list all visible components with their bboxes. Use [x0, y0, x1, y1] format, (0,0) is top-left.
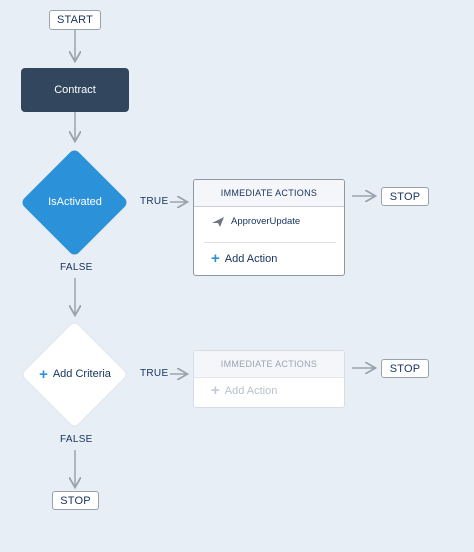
- add-action-button[interactable]: + Add Action: [211, 383, 277, 398]
- add-action-button[interactable]: + Add Action: [211, 251, 277, 266]
- send-icon: [212, 216, 224, 227]
- end-stop-node: STOP: [52, 491, 99, 510]
- criteria-1-false-label: FALSE: [60, 262, 93, 273]
- plus-icon: +: [39, 365, 48, 383]
- stop-node-1: STOP: [381, 187, 429, 206]
- immediate-actions-panel-2: IMMEDIATE ACTIONS + Add Action: [193, 350, 345, 408]
- action-item[interactable]: ApproverUpdate: [212, 216, 300, 227]
- criteria-2-true-label: TRUE: [140, 368, 169, 379]
- stop-node-2: STOP: [381, 359, 429, 378]
- criteria-1-true-label: TRUE: [140, 196, 169, 207]
- immediate-actions-panel-1: IMMEDIATE ACTIONS ApproverUpdate + Add A…: [193, 179, 345, 276]
- object-node[interactable]: Contract: [21, 68, 129, 112]
- plus-icon: +: [211, 250, 220, 267]
- object-node-label: Contract: [54, 84, 96, 96]
- immediate-actions-header: IMMEDIATE ACTIONS: [194, 180, 344, 207]
- add-criteria-button[interactable]: + Add Criteria: [20, 354, 130, 394]
- action-item-label: ApproverUpdate: [231, 216, 301, 227]
- start-node: START: [49, 10, 101, 30]
- criteria-2-false-label: FALSE: [60, 434, 93, 445]
- add-action-label: Add Action: [224, 384, 278, 397]
- divider: [204, 242, 336, 243]
- add-criteria-label: Add Criteria: [52, 368, 111, 380]
- criteria-1-label: IsActivated: [48, 196, 102, 208]
- add-action-label: Add Action: [224, 252, 278, 265]
- immediate-actions-header: IMMEDIATE ACTIONS: [194, 351, 344, 378]
- plus-icon: +: [211, 382, 220, 399]
